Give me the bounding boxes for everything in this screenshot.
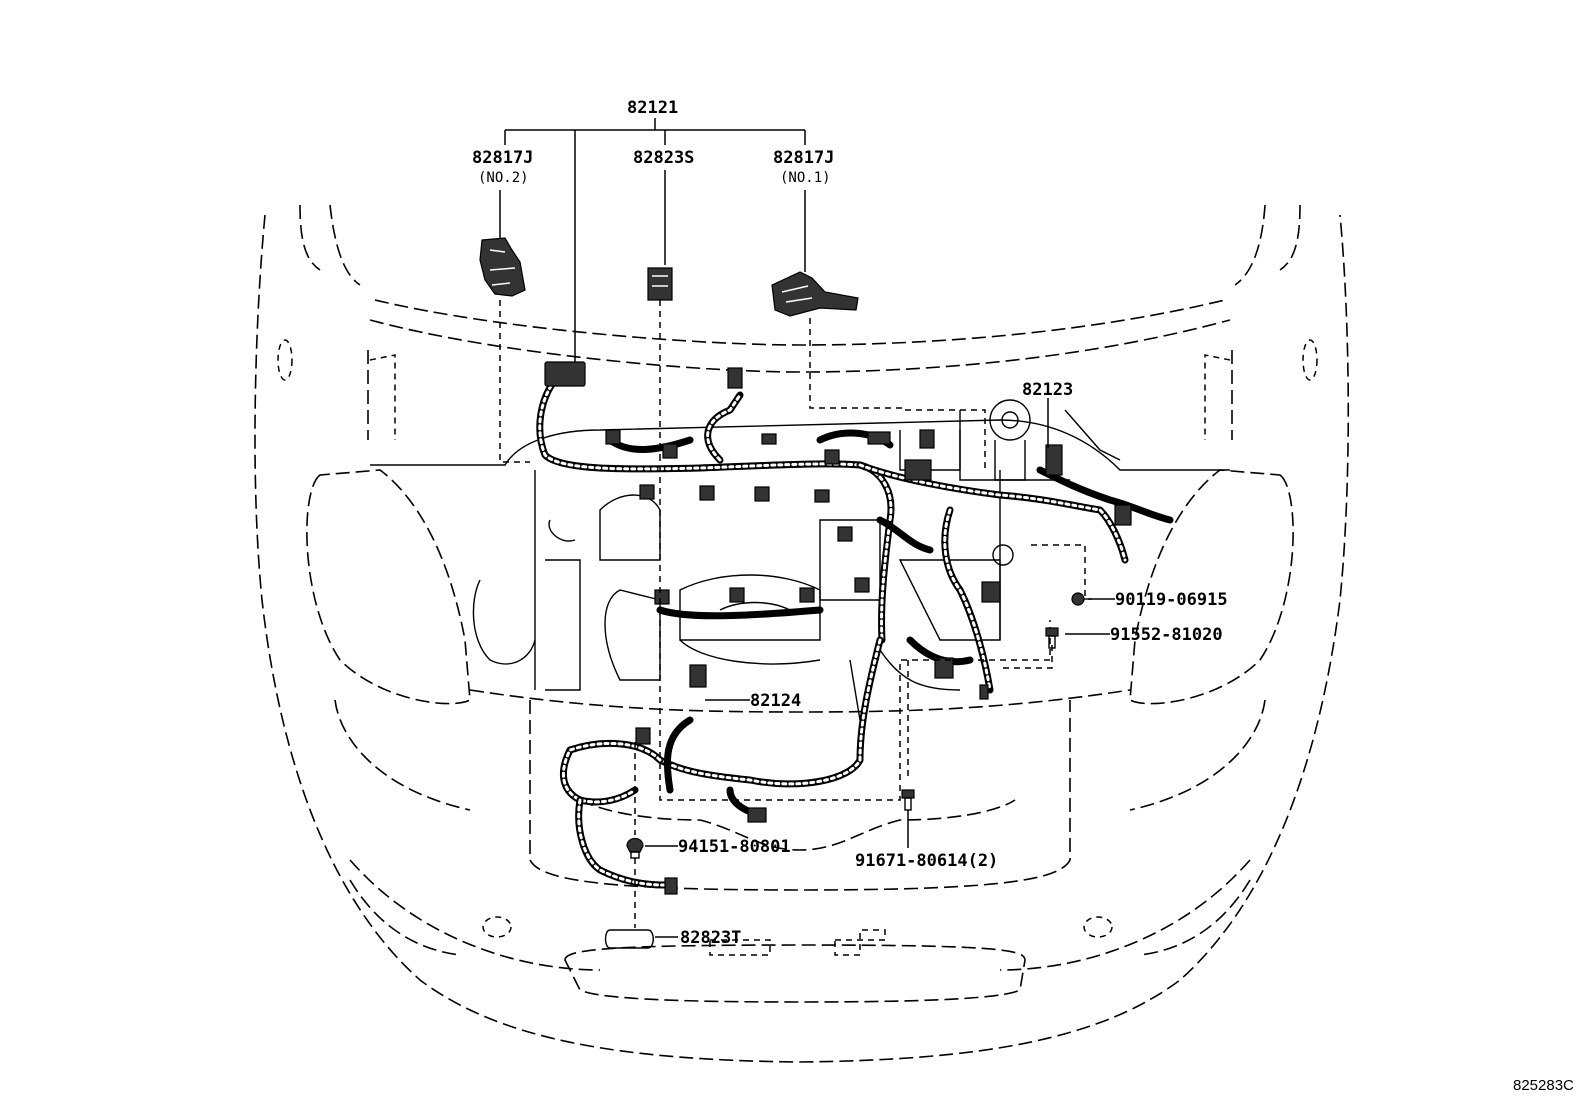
- clamp-no2-part: [479, 237, 526, 297]
- label-82124: 82124: [750, 691, 801, 711]
- label-91552-81020: 91552-81020: [1110, 625, 1223, 645]
- cover-t-part: [604, 929, 654, 949]
- reference-box: [659, 455, 1051, 801]
- label-82123: 82123: [1022, 380, 1073, 400]
- engine-block: [370, 399, 1230, 721]
- label-82817j-no1: 82817J: [773, 148, 834, 168]
- label-91671-80614: 91671-80614(2): [855, 851, 998, 871]
- label-90119-06915: 90119-06915: [1115, 590, 1228, 610]
- bolt-91671-icon: [901, 789, 915, 811]
- callout-leaders: [634, 398, 1115, 938]
- label-82817j-no2: 82817J: [472, 148, 533, 168]
- clamp-no1-part: [771, 271, 859, 317]
- connectors: [544, 361, 1132, 895]
- figure-number: 825283C: [1513, 1077, 1574, 1094]
- label-82823t: 82823T: [680, 928, 741, 948]
- label-82121: 82121: [627, 98, 678, 118]
- label-82823s: 82823S: [633, 148, 694, 168]
- wire-harness-bundle: [536, 376, 1174, 889]
- bolt-91552-icon: [1045, 627, 1059, 649]
- clip-94151-icon: [626, 837, 644, 859]
- label-no1: (NO.1): [780, 170, 831, 186]
- vehicle-body-outline: [254, 204, 1350, 1063]
- label-94151-80801: 94151-80801: [678, 837, 791, 857]
- callout-tree-82121: [499, 118, 905, 463]
- bolt-90119-icon: [1071, 592, 1092, 606]
- label-no2: (NO.2): [478, 170, 529, 186]
- cover-s-part: [647, 267, 673, 301]
